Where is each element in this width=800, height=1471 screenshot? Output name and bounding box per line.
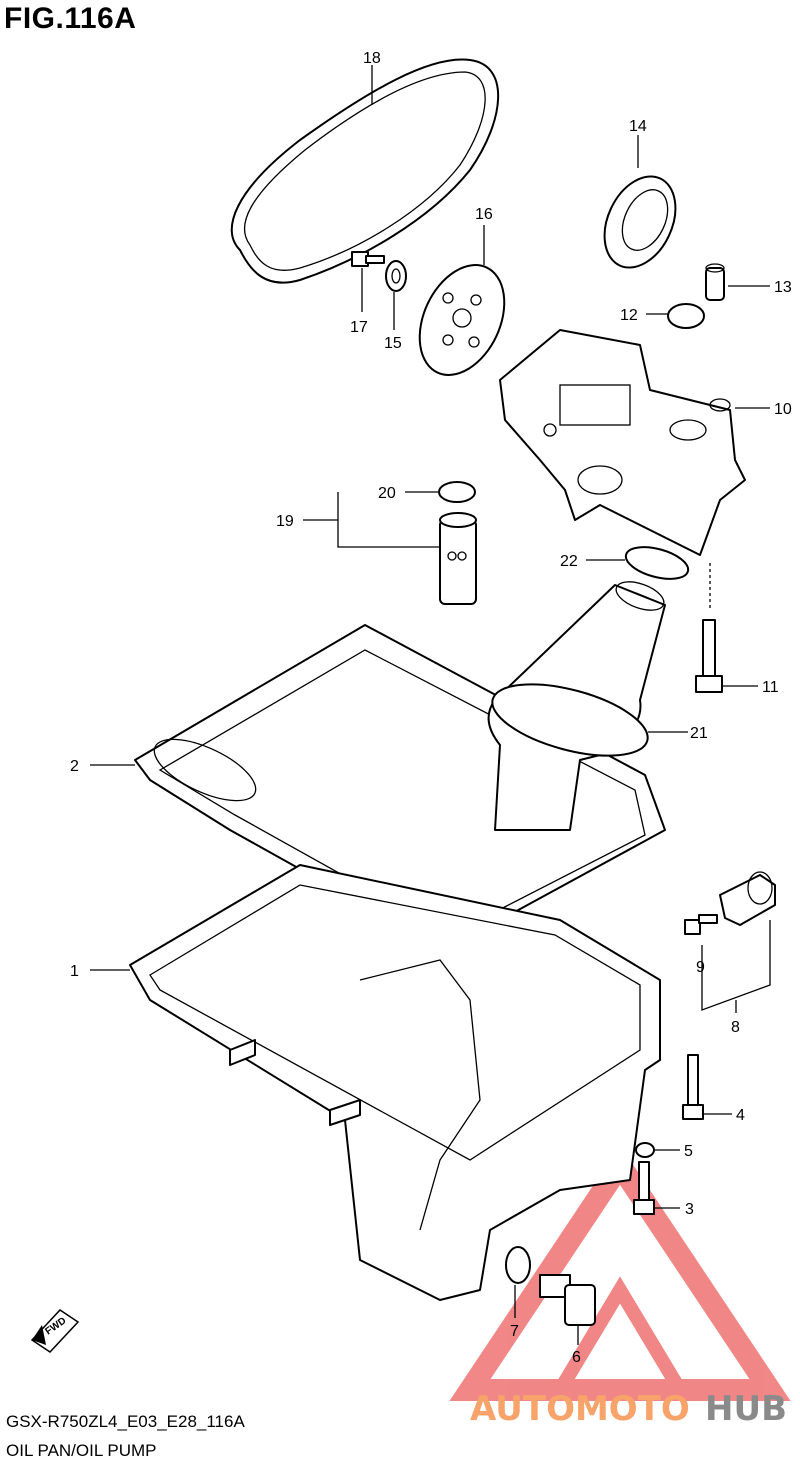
callout-13: 13 [774, 279, 792, 296]
callout-3: 3 [685, 1201, 694, 1218]
callout-1: 1 [70, 963, 79, 980]
callout-7: 7 [510, 1323, 519, 1340]
callout-18: 18 [363, 50, 381, 67]
callout-20: 20 [378, 485, 396, 502]
part-17-bolt [351, 251, 385, 267]
part-19-oil-pipe [439, 512, 477, 605]
part-18-oil-pump-chain [230, 58, 500, 284]
callout-12: 12 [620, 307, 638, 324]
figure-code: FIG.116A [4, 2, 137, 35]
callout-labels: 1 2 3 4 5 6 7 8 9 10 11 12 13 14 15 16 1… [70, 50, 792, 1366]
part-11-bolt [695, 619, 723, 693]
part-21-oil-strainer [487, 581, 666, 831]
callout-17: 17 [350, 319, 368, 336]
callout-16: 16 [475, 206, 493, 223]
callout-6: 6 [572, 1349, 581, 1366]
watermark-text: AUTOMOTO HUB [470, 1389, 787, 1429]
part-7-gasket [505, 1246, 531, 1284]
callout-14: 14 [629, 118, 647, 135]
part-10-oil-pump [499, 329, 746, 556]
part-5-washer [635, 1142, 655, 1158]
part-12-o-ring [667, 303, 705, 329]
part-20-o-ring [438, 481, 476, 503]
callout-22: 22 [560, 553, 578, 570]
section-title: OIL PAN/OIL PUMP [6, 1441, 157, 1460]
part-6-drain-plug [539, 1274, 596, 1326]
callout-11: 11 [762, 679, 779, 696]
watermark-brand-right: HUB [705, 1389, 787, 1429]
part-8-oil-pressure-switch [719, 871, 776, 926]
part-1-oil-pan [129, 864, 661, 1301]
part-3-bolt [633, 1161, 655, 1215]
part-16-driven-sprocket [418, 264, 506, 376]
callout-2: 2 [70, 758, 79, 775]
part-13-dowel [705, 263, 725, 301]
part-4-bolt [682, 1054, 704, 1120]
callout-15: 15 [384, 335, 402, 352]
part-2-gasket [134, 624, 666, 951]
callout-21: 21 [690, 725, 708, 742]
fwd-arrow-icon: FWD [30, 1309, 80, 1353]
callout-4: 4 [736, 1107, 745, 1124]
leader-lines [90, 65, 771, 1345]
callout-9: 9 [696, 959, 705, 976]
part-15-washer [385, 260, 407, 292]
callout-8: 8 [731, 1019, 740, 1036]
model-code: GSX-R750ZL4_E03_E28_116A [6, 1412, 245, 1431]
callout-19: 19 [276, 513, 294, 530]
part-14-sprocket [603, 175, 677, 269]
watermark-brand-left: AUTOMOTO [470, 1389, 690, 1429]
callout-10: 10 [774, 401, 792, 418]
part-22-o-ring [624, 546, 690, 580]
callout-5: 5 [684, 1143, 693, 1160]
part-9-bolt [684, 914, 718, 935]
